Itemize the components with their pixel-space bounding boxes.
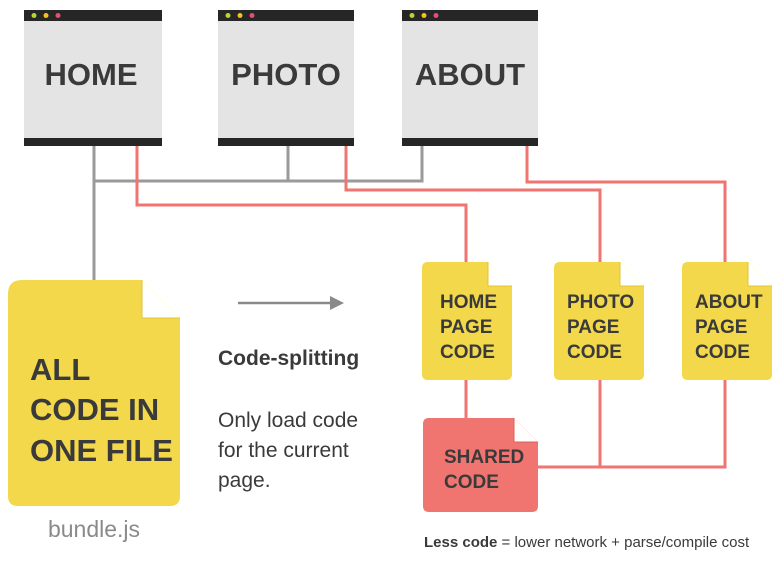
- bundle-file-corner: [142, 280, 180, 318]
- explanation-line: page.: [218, 469, 271, 492]
- chunk-label-line: SHARED: [444, 447, 524, 468]
- chunk-label-line: PAGE: [695, 317, 747, 338]
- chunk-label-line: PAGE: [567, 317, 619, 338]
- connector-photo-bundle: [94, 146, 290, 183]
- page-window-photo: PHOTO: [218, 10, 354, 146]
- chunk-label-line: PHOTO: [567, 292, 634, 313]
- window-dot-yellow: [421, 13, 427, 18]
- bundle-label-line: CODE IN: [30, 392, 159, 427]
- explanation-line: Only load code: [218, 409, 358, 432]
- window-dot-red: [249, 13, 255, 18]
- chunk-label-line: CODE: [444, 472, 499, 493]
- file-icon: [422, 262, 512, 380]
- footer-note: Less code = lower network + parse/compil…: [424, 534, 750, 551]
- file-icon: [682, 262, 772, 380]
- bundle-caption: bundle.js: [48, 516, 140, 542]
- page-title-photo: PHOTO: [231, 57, 341, 92]
- window-dot-yellow: [237, 13, 243, 18]
- file-icon: [554, 262, 644, 380]
- explanation-line: for the current: [218, 439, 349, 462]
- footer-note-bold: Less code: [424, 534, 497, 551]
- page-title-home: HOME: [45, 57, 138, 92]
- chunk-label-line: CODE: [695, 342, 750, 363]
- chunk-label-line: HOME: [440, 292, 497, 313]
- chunk-file-about: ABOUT PAGE CODE: [682, 262, 772, 380]
- window-dot-yellow: [43, 13, 49, 18]
- connector-about-chunk: [525, 146, 727, 262]
- window-dot-red: [433, 13, 439, 18]
- bundle-connectors: [92, 146, 424, 280]
- chunk-label-line: CODE: [567, 342, 622, 363]
- window-dot-green: [31, 13, 37, 18]
- bundle-label-line: ONE FILE: [30, 433, 173, 468]
- bundle-file: ALL CODE IN ONE FILE: [8, 280, 180, 506]
- connector-home-chunk: [135, 146, 468, 262]
- page-window-about: ABOUT: [402, 10, 538, 146]
- window-dot-green: [409, 13, 415, 18]
- chunk-label-line: ABOUT: [695, 292, 763, 313]
- chunk-label-line: CODE: [440, 342, 495, 363]
- bundle-file-icon: [8, 280, 180, 506]
- file-icon: [423, 418, 538, 512]
- chunk-file-home: HOME PAGE CODE: [422, 262, 512, 380]
- connector-about-shared: [600, 380, 727, 469]
- bundle-label-line: ALL: [30, 352, 90, 387]
- footer-note-rest: = lower network + parse/compile cost: [497, 534, 750, 551]
- connector-about-bundle: [288, 146, 424, 183]
- window-dot-red: [55, 13, 61, 18]
- window-dot-green: [225, 13, 231, 18]
- page-window-home: HOME: [24, 10, 162, 146]
- chunk-file-shared: SHARED CODE: [423, 418, 538, 512]
- page-title-about: ABOUT: [415, 57, 525, 92]
- chunk-label-line: PAGE: [440, 317, 492, 338]
- chunk-connectors: [135, 146, 727, 469]
- connector-photo-shared: [538, 380, 602, 469]
- right-arrow-icon: [238, 296, 344, 310]
- connector-photo-chunk: [344, 146, 602, 262]
- explanation-heading: Code-splitting: [218, 347, 359, 370]
- chunk-file-photo: PHOTO PAGE CODE: [554, 262, 644, 380]
